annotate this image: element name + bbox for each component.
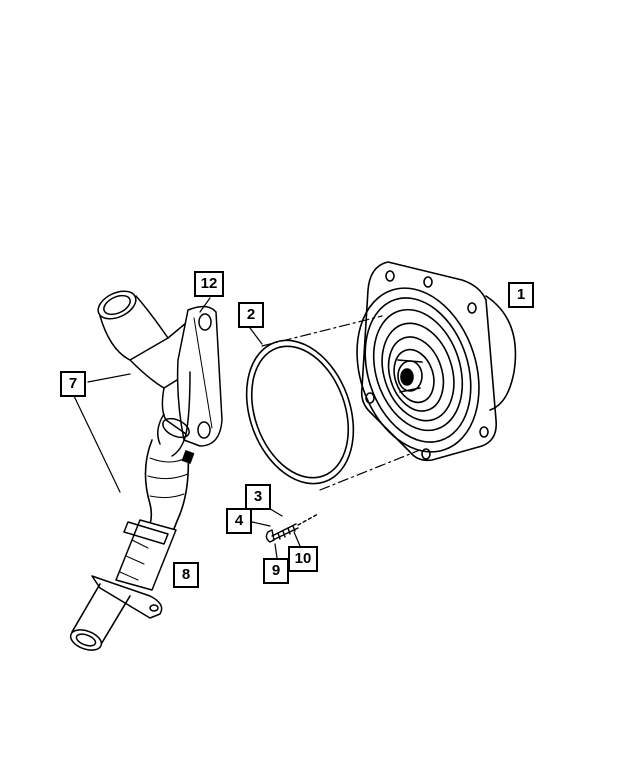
gasket-o-ring — [245, 315, 421, 491]
screw — [265, 513, 319, 543]
callout-9: 9 — [263, 558, 289, 584]
callout-8: 8 — [173, 562, 199, 588]
callout-12: 12 — [194, 271, 224, 297]
callout-2: 2 — [238, 302, 264, 328]
callout-4: 4 — [226, 508, 252, 534]
thermostat-housing — [69, 290, 223, 651]
callout-3: 3 — [245, 484, 271, 510]
leader-lines — [73, 297, 301, 559]
water-pump — [356, 261, 517, 462]
callout-1: 1 — [508, 282, 534, 308]
callout-7: 7 — [60, 371, 86, 397]
callout-10: 10 — [288, 546, 318, 572]
